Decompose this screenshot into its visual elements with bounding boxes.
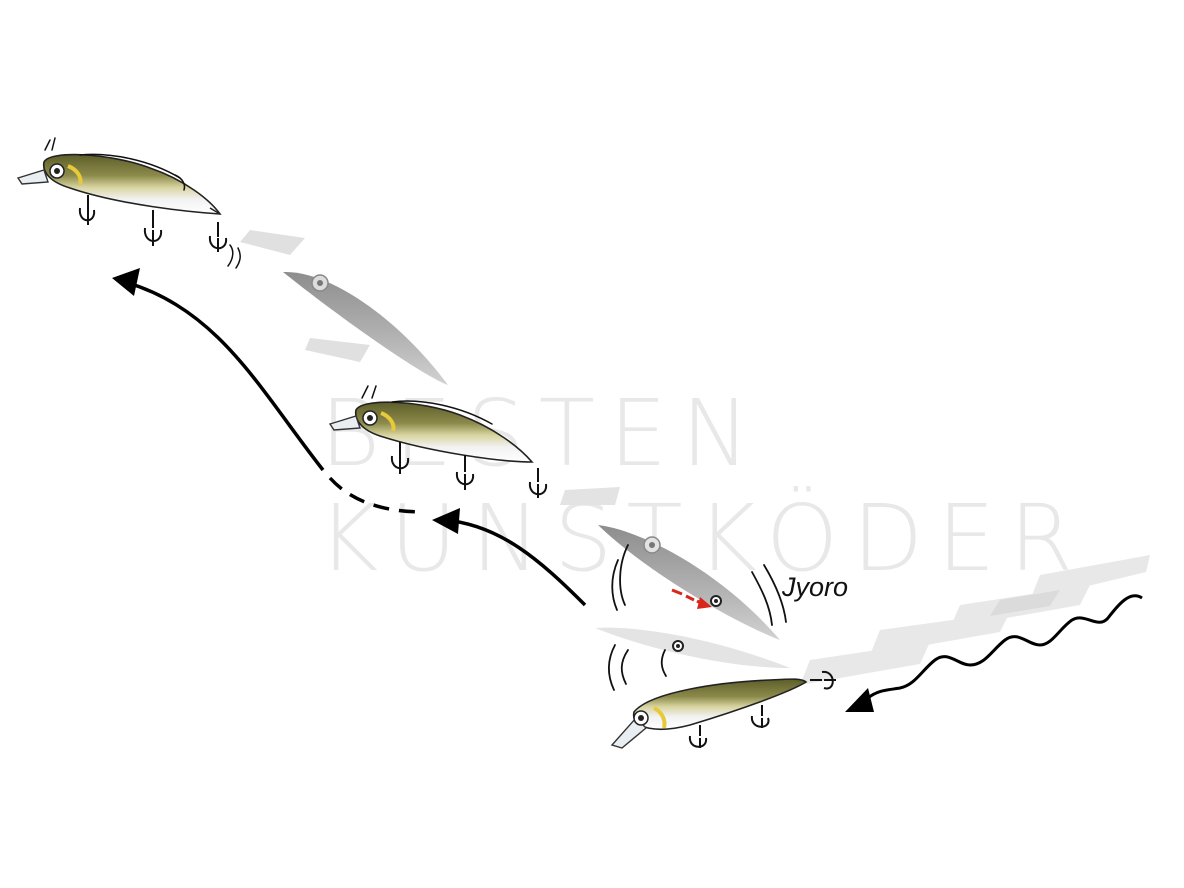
ghost-lure-jyoro — [560, 487, 790, 668]
path-arrow-upper — [124, 280, 325, 472]
arrow-head-upper-icon — [112, 268, 140, 296]
motion-trail — [800, 555, 1150, 685]
arrow-head-middle-icon — [432, 508, 460, 534]
arrow-head-retrieve-icon — [845, 688, 874, 712]
path-arrow-middle — [444, 518, 587, 607]
vibration-marks — [607, 544, 787, 691]
weight-shift-arrow — [671, 588, 712, 609]
lure-middle — [328, 385, 548, 498]
retrieve-wave-line — [867, 594, 1143, 700]
path-dashed-connector — [328, 476, 426, 514]
lure-top-left — [16, 137, 241, 269]
ghost-lure-upper — [240, 230, 448, 385]
jyoro-label: Jyoro — [781, 572, 848, 602]
watermark: BESTEN KUNSTKÖDER — [318, 380, 1073, 592]
lure-bottom-right — [610, 670, 836, 749]
